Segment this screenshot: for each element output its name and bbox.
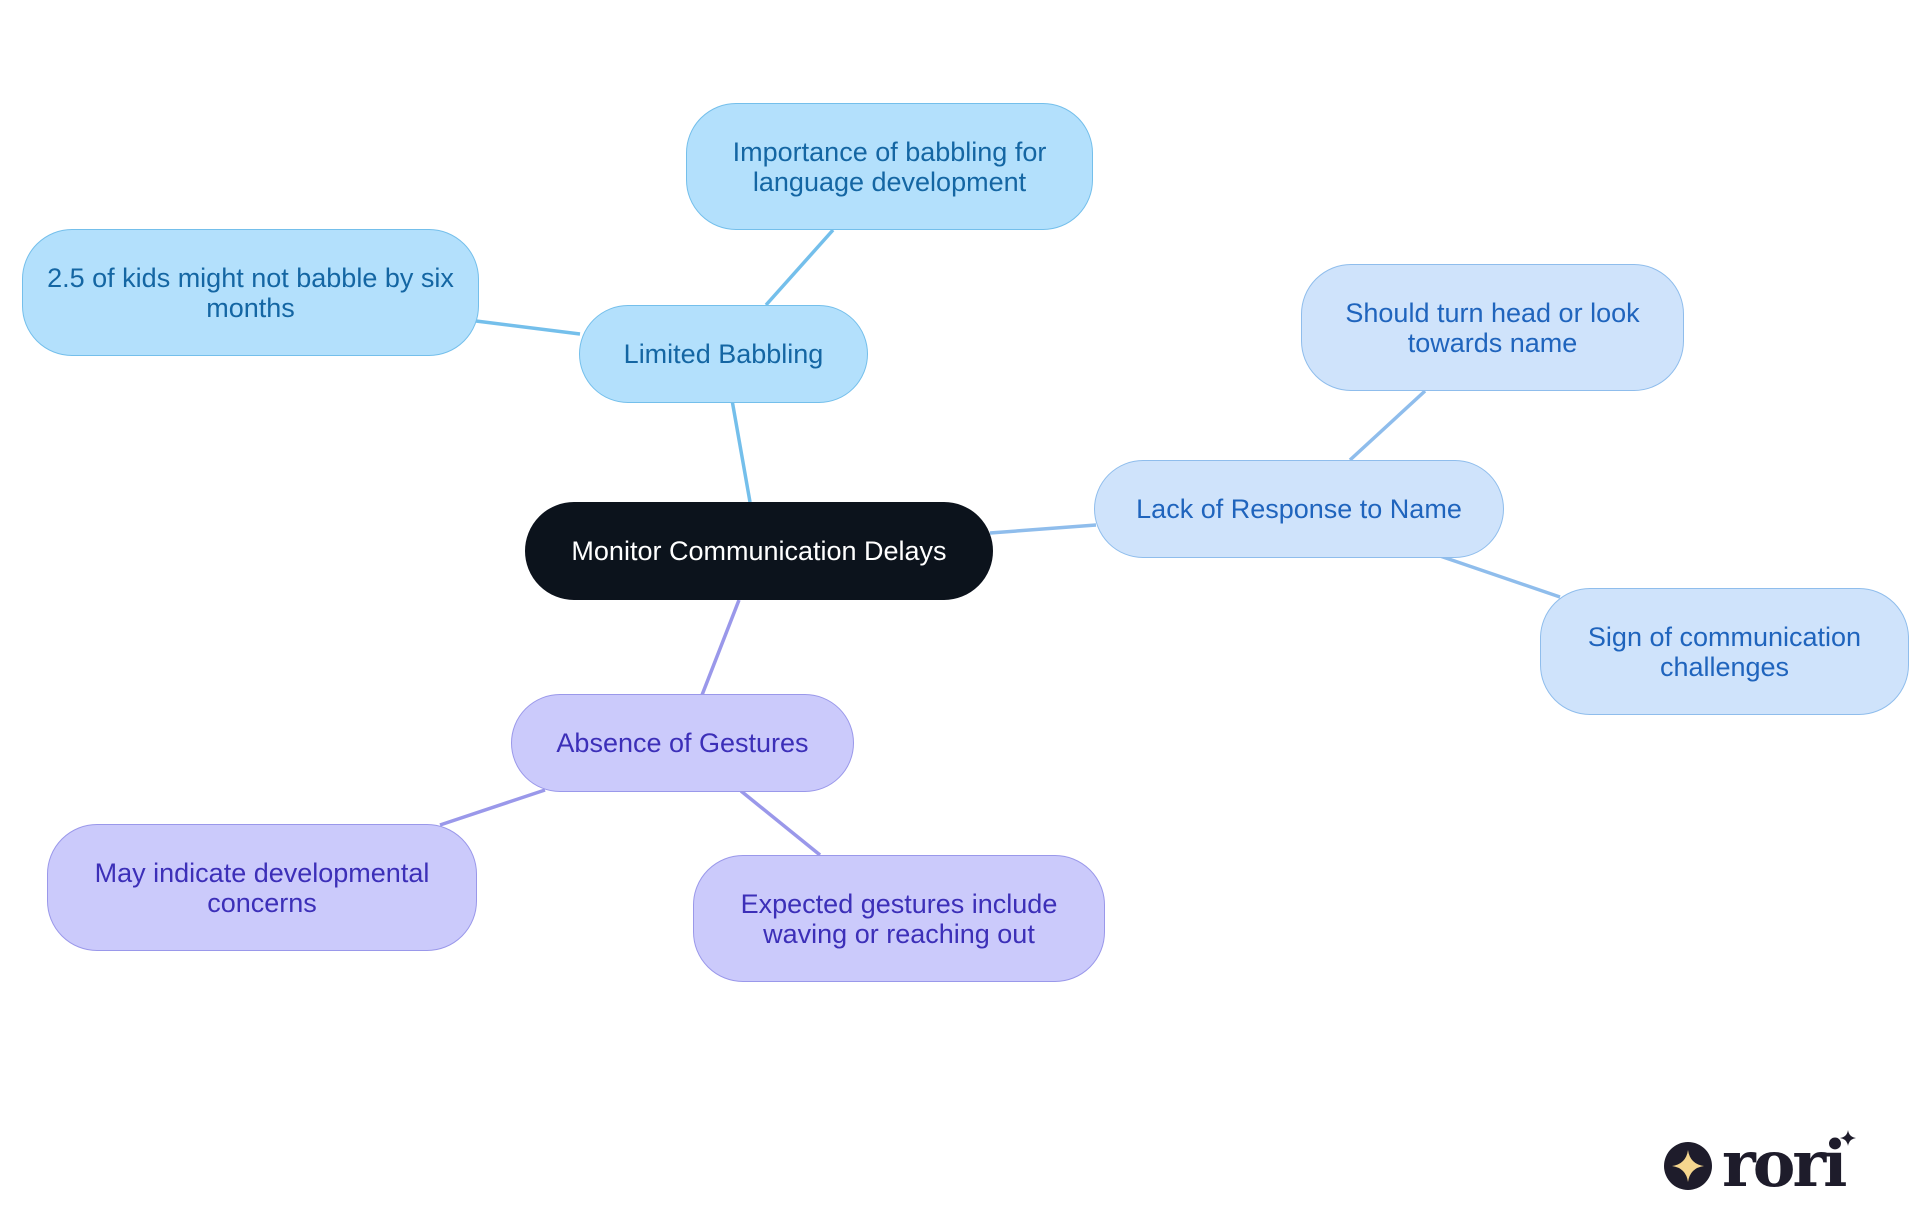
branch-node-label: Limited Babbling [623,339,824,369]
branch-node-limited-babbling: Limited Babbling [579,305,868,403]
edge-name-sign [1439,554,1561,599]
leaf-node-label: 2.5 of kids might not babble by six mont… [47,262,454,323]
svg-text:rori: rori [1722,1128,1846,1194]
leaf-node-label: Expected gestures include waving or reac… [740,888,1058,949]
edge-root-babbling [730,399,752,503]
rori-logo: rori [1664,1128,1856,1194]
leaf-node-turn-head: Should turn head or look towards name [1301,264,1684,391]
leaf-node-label: May indicate developmental concerns [94,857,430,918]
sparkle-icon [1664,1142,1712,1190]
leaf-node-label: Importance of babbling for language deve… [732,136,1047,197]
branch-node-label: Absence of Gestures [556,728,809,758]
leaf-node-developmental-concerns: May indicate developmental concerns [47,824,477,951]
edge-root-gestures [700,599,741,696]
edge-babbling-percent [475,319,581,336]
edge-gestures-concerns [439,788,546,827]
branch-node-absence-of-gestures: Absence of Gestures [511,694,854,792]
root-node-label: Monitor Communication Delays [571,536,947,566]
leaf-node-label: Sign of communication challenges [1587,621,1862,682]
leaf-node-babbling-percent: 2.5 of kids might not babble by six mont… [22,229,479,356]
leaf-node-label: Should turn head or look towards name [1345,297,1640,358]
leaf-node-expected-gestures: Expected gestures include waving or reac… [693,855,1105,982]
leaf-node-babbling-importance: Importance of babbling for language deve… [686,103,1093,230]
edge-gestures-expected [739,789,822,857]
leaf-node-communication-challenges: Sign of communication challenges [1540,588,1909,715]
branch-node-label: Lack of Response to Name [1136,494,1462,524]
edge-babbling-importance [764,228,835,307]
edge-name-turn-head [1348,389,1427,462]
root-node: Monitor Communication Delays [525,502,993,600]
edge-root-name [989,523,1097,535]
branch-node-lack-of-response: Lack of Response to Name [1094,460,1504,558]
